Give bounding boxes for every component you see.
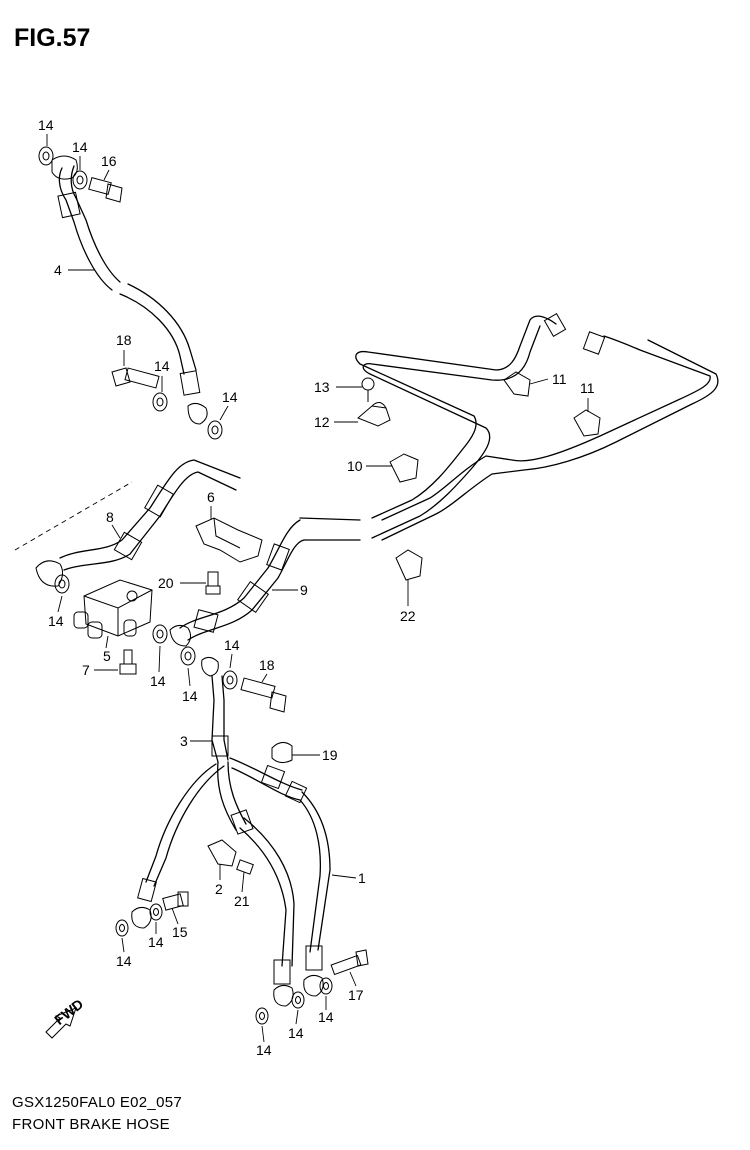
- diagram-caption: FRONT BRAKE HOSE: [12, 1116, 170, 1133]
- clamp-12: [357, 402, 391, 427]
- brake-pipes: [299, 313, 719, 541]
- callout-11: 11: [552, 371, 567, 387]
- callout-14: 14: [288, 1025, 304, 1041]
- callout-19: 19: [322, 747, 338, 763]
- model-code: GSX1250FAL0 E02_057: [12, 1094, 182, 1111]
- callout-12: 12: [314, 414, 330, 430]
- callout-14: 14: [150, 673, 166, 689]
- hose-8: [35, 459, 241, 587]
- callout-14: 14: [116, 953, 132, 969]
- callout-6: 6: [207, 489, 215, 505]
- bolt-7: [119, 649, 137, 675]
- bolt-18-lower: [240, 677, 287, 713]
- bracket-6: [195, 517, 263, 563]
- bolt-18-upper: [111, 367, 160, 389]
- callout-14: 14: [148, 934, 164, 950]
- callout-1: 1: [358, 870, 366, 886]
- callout-22: 22: [400, 608, 416, 624]
- callout-2: 2: [215, 881, 223, 897]
- callout-13: 13: [314, 379, 330, 395]
- callout-14: 14: [182, 688, 198, 704]
- callout-14: 14: [72, 139, 88, 155]
- fwd-arrow-icon: FWD: [45, 996, 86, 1039]
- washer-group-upper: [38, 146, 223, 440]
- clamp-10: [389, 453, 419, 483]
- clamp-11-left: [503, 371, 531, 397]
- callout-14: 14: [318, 1009, 334, 1025]
- fwd-label: FWD: [51, 996, 86, 1028]
- leader-dashed-8: [14, 481, 133, 551]
- callout-18: 18: [259, 657, 275, 673]
- callout-14: 14: [256, 1042, 272, 1058]
- bottom-fittings: [131, 742, 324, 1007]
- clamp-22: [395, 549, 423, 581]
- callout-16: 16: [101, 153, 117, 169]
- figure-title: FIG.57: [14, 24, 91, 52]
- bolt-20: [205, 571, 221, 595]
- callout-labels: 14 14 16 4 18 14 14 13 12 11 11 10 6 8 2…: [38, 117, 595, 1058]
- callout-3: 3: [180, 733, 188, 749]
- callout-5: 5: [103, 648, 111, 664]
- callout-21: 21: [234, 893, 250, 909]
- callout-4: 4: [54, 262, 62, 278]
- callout-14: 14: [48, 613, 64, 629]
- bolt-15: [162, 891, 189, 911]
- callout-14: 14: [224, 637, 240, 653]
- joint-block-5: [73, 579, 153, 639]
- leader-lines: [46, 134, 589, 1043]
- bolt-17: [330, 949, 369, 976]
- callout-9: 9: [300, 582, 308, 598]
- callout-14: 14: [154, 358, 170, 374]
- callout-14: 14: [222, 389, 238, 405]
- bracket-2: [207, 839, 237, 867]
- callout-17: 17: [348, 987, 364, 1003]
- hose-1: [137, 764, 331, 985]
- hose-9: [169, 519, 305, 647]
- bolt-13: [361, 377, 375, 402]
- callout-14: 14: [38, 117, 54, 133]
- washer-group-lower: [115, 903, 333, 1025]
- callout-18: 18: [116, 332, 132, 348]
- washer-group-middle: [54, 574, 238, 690]
- hose-4: [51, 155, 208, 425]
- bolt-16: [88, 177, 123, 203]
- callout-10: 10: [347, 458, 363, 474]
- bolt-21: [236, 859, 254, 875]
- clamp-11-right: [573, 409, 601, 437]
- callout-8: 8: [106, 509, 114, 525]
- callout-20: 20: [158, 575, 174, 591]
- callout-15: 15: [172, 924, 188, 940]
- callout-7: 7: [82, 662, 90, 678]
- hose-3: [145, 656, 303, 887]
- clamp-19: [271, 742, 293, 764]
- callout-11: 11: [580, 380, 595, 396]
